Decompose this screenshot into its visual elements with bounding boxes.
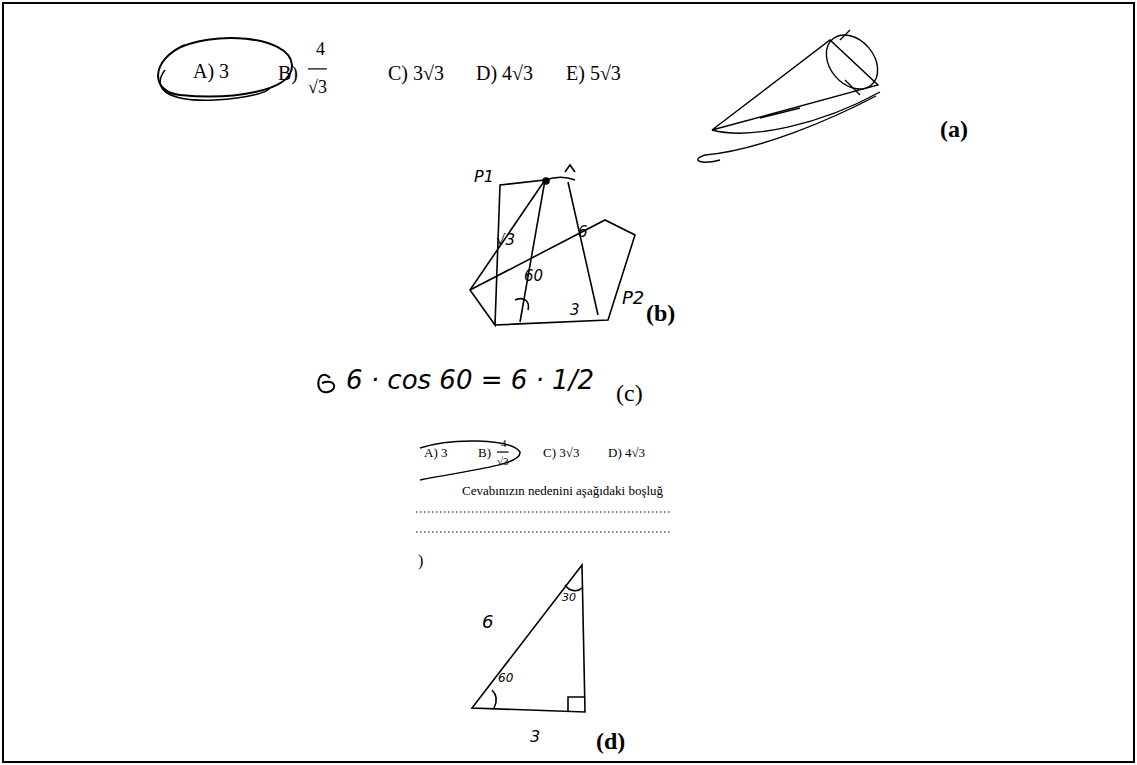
panel-label: (a) xyxy=(940,116,968,142)
answer-lines xyxy=(416,512,672,532)
handwritten-note: 6 xyxy=(578,224,588,241)
answer-choice: D) 4√3 xyxy=(608,446,645,460)
answer-choice: D) 4√3 xyxy=(476,62,533,84)
answer-choice: A) 3 xyxy=(424,446,447,460)
answer-choice: B) xyxy=(478,446,491,460)
fraction-denominator: √3 xyxy=(497,455,509,467)
fraction-bar xyxy=(497,451,509,452)
handwritten-equation: 6 · cos 60 = 6 · 1/2 xyxy=(346,366,594,395)
prism-sketch xyxy=(470,165,635,325)
handwritten-note: 30 xyxy=(562,592,576,604)
handwritten-note: 6 xyxy=(482,612,493,632)
fraction-denominator: √3 xyxy=(308,78,327,98)
answer-choice: C) 3√3 xyxy=(388,62,444,84)
fraction-numerator: 4 xyxy=(316,40,325,60)
panel-label: (c) xyxy=(616,380,643,406)
triangle-sketch xyxy=(472,565,585,712)
handwritten-note: 3 xyxy=(570,302,580,319)
handwritten-note: P1 xyxy=(474,168,494,186)
fraction-bar xyxy=(308,68,327,69)
panel-label: (d) xyxy=(596,728,625,754)
panel-label: (b) xyxy=(646,300,675,326)
handwritten-note: P2 xyxy=(622,288,644,308)
handwritten-note: 60 xyxy=(524,268,543,285)
cone-sketch xyxy=(698,25,888,162)
handwritten-note: √3 xyxy=(496,232,515,249)
answer-choice: E) 5√3 xyxy=(566,62,621,84)
instruction-text: Cevabınızın nedenini aşağıdaki boşluğ xyxy=(462,484,663,498)
bracket-mark: ) xyxy=(418,552,423,570)
handwritten-note: 60 xyxy=(498,672,513,685)
answer-circle xyxy=(158,38,292,96)
answer-choice: B) xyxy=(278,62,298,84)
handwritten-note: 3 xyxy=(530,728,540,746)
fraction-numerator: 4 xyxy=(501,437,507,449)
scribble xyxy=(318,375,334,392)
answer-choice: C) 3√3 xyxy=(543,446,579,460)
figure-frame xyxy=(3,3,1134,762)
answer-choice: A) 3 xyxy=(193,60,229,82)
